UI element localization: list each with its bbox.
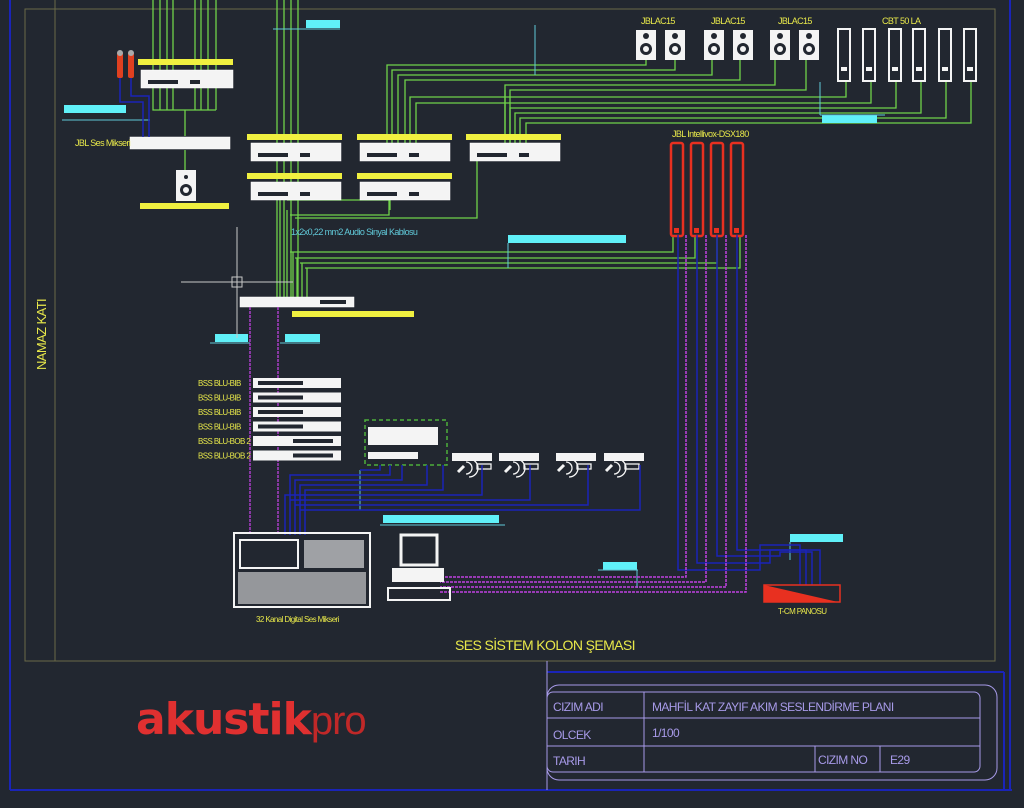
monitor-speaker-icon xyxy=(176,170,196,201)
bss-unit-label: BSS BLU-BIB xyxy=(198,423,241,432)
bss-unit: BSS BLU-BIB xyxy=(198,392,341,403)
receiver-units xyxy=(368,427,644,461)
ac15-speaker-icon xyxy=(799,30,819,60)
wireless-mic-receiver-icon xyxy=(456,458,492,478)
digital-mixer-label: 32 Kanal Digital Ses Mikseri xyxy=(256,615,340,624)
scale-label: OLCEK xyxy=(553,728,591,742)
title-block xyxy=(546,684,998,781)
cbt-column-speakers xyxy=(837,28,977,82)
cbt-speaker-icon xyxy=(888,28,902,82)
bss-unit: BSS BLU-BIB xyxy=(198,407,341,417)
bss-unit-label: BSS BLU-BOB 2 xyxy=(198,452,251,461)
wireless-mic-receivers xyxy=(456,458,640,478)
logo-main: akustik xyxy=(136,694,312,745)
bss-unit-label: BSS BLU-BOB 2 xyxy=(198,437,251,446)
cad-crosshair-icon xyxy=(181,227,293,338)
side-label: NAMAZ KATI xyxy=(34,299,49,370)
intellivox-speaker-icon xyxy=(729,141,745,238)
bss-unit-label: BSS BLU-BIB xyxy=(198,379,241,388)
drawing-name-label: CIZIM ADI xyxy=(553,700,603,714)
bss-unit: BSS BLU-BIB xyxy=(198,421,341,432)
ac15-speaker-icon xyxy=(636,30,656,60)
digital-mixer-icon xyxy=(233,532,371,608)
intellivox-speaker-icon xyxy=(709,141,725,238)
mic-cables xyxy=(119,78,150,137)
cbt-speaker-icon xyxy=(963,28,977,82)
cyan-tags xyxy=(64,20,877,570)
drawing-no-label: CIZIM NO xyxy=(818,753,867,767)
intellivox-speakers xyxy=(669,141,745,238)
drawing-name-value: MAHFİL KAT ZAYIF AKIM SESLENDİRME PLANI xyxy=(652,700,894,714)
rack-unit-details xyxy=(148,80,529,304)
wireless-mic-receiver-icon xyxy=(556,458,592,478)
ac15-speaker-icon xyxy=(665,30,685,60)
yellow-tags xyxy=(138,59,561,317)
drawing-title: SES SİSTEM KOLON ŞEMASI xyxy=(455,636,635,653)
wireless-mic-icons xyxy=(117,50,134,78)
wireless-mic-receiver-icon xyxy=(604,458,640,478)
intellivox-speaker-icon xyxy=(669,141,685,238)
date-label: TARIH xyxy=(553,754,585,768)
ac15-speaker-icon xyxy=(704,30,724,60)
cbt-speaker-icon xyxy=(912,28,926,82)
logo-suffix: pro xyxy=(310,699,367,743)
tcm-panel-icon xyxy=(763,584,841,603)
cable-label: 1x2x0,22 mm2 Audio Sinyal Kablosu xyxy=(291,227,418,237)
bss-unit-label: BSS BLU-BIB xyxy=(198,394,241,403)
cyan-leaders xyxy=(62,25,885,588)
cbt-speaker-icon xyxy=(837,28,851,82)
drawing-no-value: E29 xyxy=(890,753,910,767)
cbt-speaker-icon xyxy=(938,28,952,82)
wireless-mic-receiver-icon xyxy=(503,458,539,478)
cbt-speaker-icon xyxy=(862,28,876,82)
mixer-blue-cables xyxy=(284,465,641,535)
bss-unit: BSS BLU-BIB xyxy=(198,378,341,388)
processor-cables xyxy=(249,307,279,535)
intellivox-cables xyxy=(440,235,821,593)
ac15-label-3: JBLAC15 xyxy=(778,16,812,26)
tcm-label: T-CM PANOSU xyxy=(778,607,827,616)
ac15-label-1: JBLAC15 xyxy=(641,16,675,26)
jbl-mixer-label: JBL Ses Mikseri xyxy=(75,138,131,148)
ac15-speaker-icon xyxy=(733,30,753,60)
intellivox-label: JBL Intellivox-DSX180 xyxy=(672,129,749,139)
ac15-label-2: JBLAC15 xyxy=(711,16,745,26)
intellivox-speaker-icon xyxy=(689,141,705,238)
akustikpro-logo: akustikpro xyxy=(136,694,367,745)
ac15-speaker-icon xyxy=(770,30,790,60)
bss-rack: BSS BLU-BIB BSS BLU-BIB BSS BLU-BIB BSS BLU… xyxy=(198,378,341,461)
receiver-group-box xyxy=(364,419,448,466)
inner-frame xyxy=(24,8,996,662)
scale-value: 1/100 xyxy=(652,726,680,740)
computer-icon xyxy=(387,533,451,601)
bss-unit: BSS BLU-BOB 2 xyxy=(198,436,341,446)
cbt-label: CBT 50 LA xyxy=(882,16,921,26)
bss-unit-label: BSS BLU-BIB xyxy=(198,408,241,417)
bss-unit: BSS BLU-BOB 2 xyxy=(198,450,341,461)
ac15-speakers xyxy=(636,30,819,60)
